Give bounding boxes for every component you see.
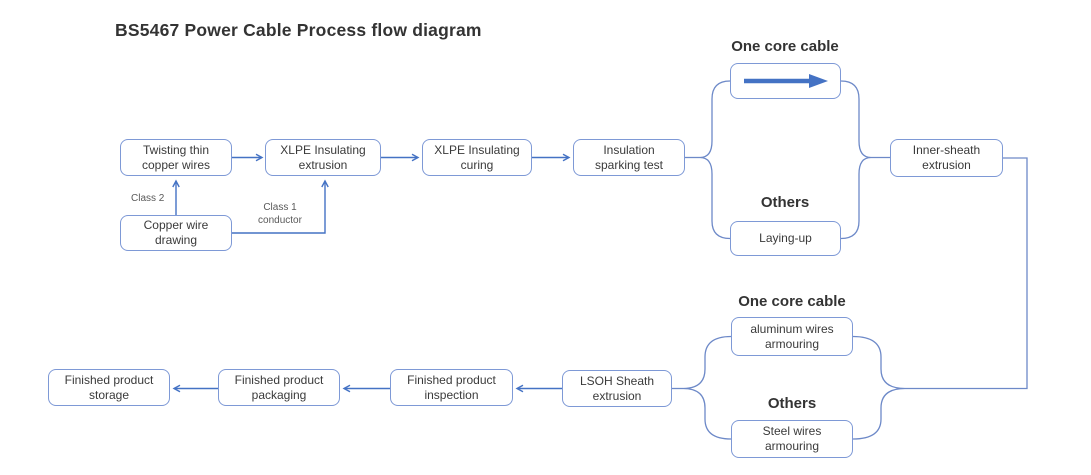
brace-split-bottom — [852, 335, 906, 440]
line-inner-sheath-to-armouring — [905, 157, 1028, 390]
branch-label-one-core-cable-bottom: One core cable — [738, 293, 846, 310]
node-xlpe-insulating-extrusion: XLPE Insulating extrusion — [265, 139, 381, 176]
node-finished-product-storage: Finished product storage — [48, 369, 170, 406]
node-lsoh-sheath-extrusion: LSOH Sheath extrusion — [562, 370, 672, 407]
branch-label-one-core-cable-top: One core cable — [731, 38, 839, 55]
node-aluminum-wires-armouring: aluminum wires armouring — [731, 317, 853, 356]
node-steel-wires-armouring: Steel wires armouring — [731, 420, 853, 458]
edge-label-class-2: Class 2 — [131, 193, 165, 204]
node-inner-sheath-extrusion: Inner-sheath extrusion — [890, 139, 1003, 177]
node-laying-up: Laying-up — [730, 221, 841, 256]
node-copper-wire-drawing: Copper wire drawing — [120, 215, 232, 251]
brace-merge-bottom — [682, 335, 732, 440]
node-finished-product-inspection: Finished product inspection — [390, 369, 513, 406]
node-finished-product-packaging: Finished product packaging — [218, 369, 340, 406]
node-xlpe-insulating-curing: XLPE Insulating curing — [422, 139, 532, 176]
branch-label-others-bottom: Others — [767, 395, 817, 412]
brace-merge-top — [840, 80, 872, 240]
node-insulation-sparking-test: Insulation sparking test — [573, 139, 685, 176]
brace-split-top — [699, 80, 731, 240]
node-one-core-pass-through — [730, 63, 841, 99]
node-twisting-thin-copper-wires: Twisting thin copper wires — [120, 139, 232, 176]
right-arrow-icon — [743, 74, 828, 88]
page-title: BS5467 Power Cable Process flow diagram — [115, 20, 482, 40]
branch-label-others-top: Others — [760, 194, 810, 211]
arrow-drawing-to-extrusion — [232, 179, 329, 234]
edge-label-class-1-conductor: Class 1 conductor — [258, 202, 302, 226]
